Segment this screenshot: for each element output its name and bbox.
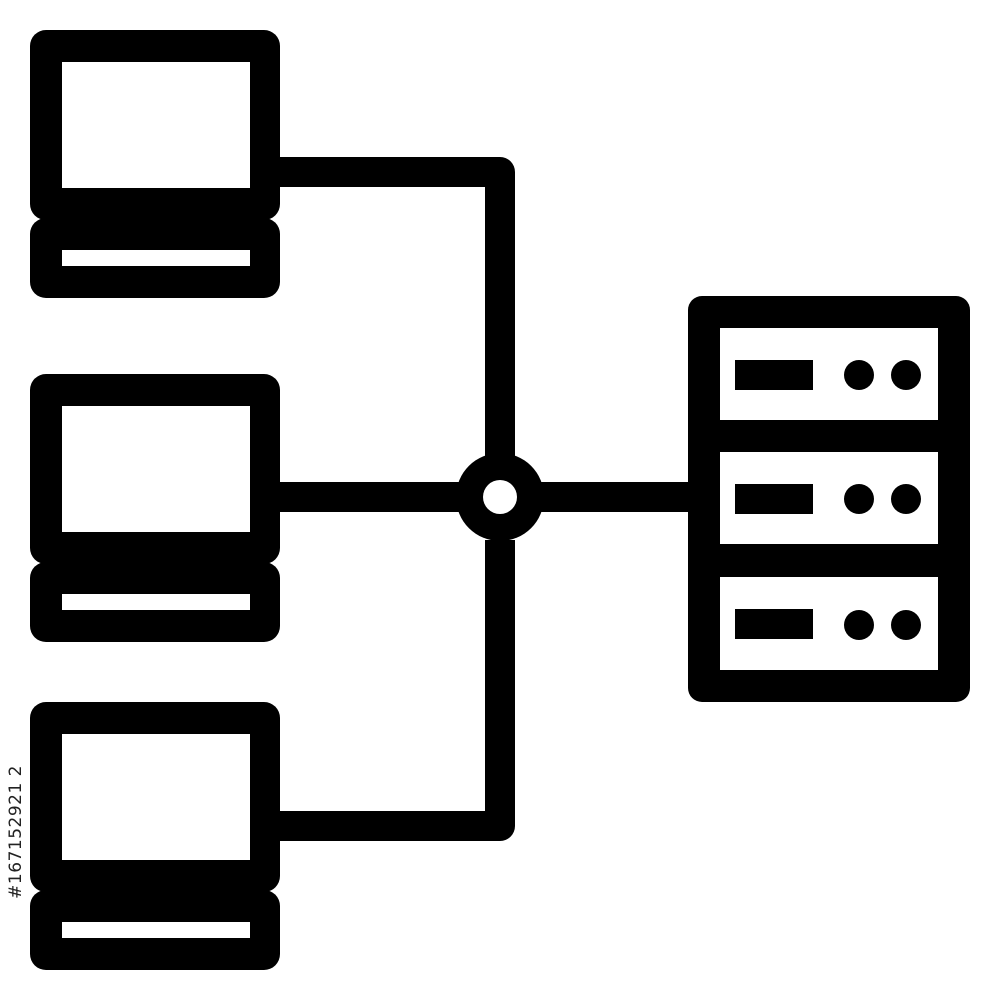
network-node-icon [456,453,544,541]
stock-id-label: #167152921 2 [6,765,26,899]
laptop-icon [30,374,280,642]
laptop-icon [30,30,280,298]
connector-top [268,157,515,460]
server-unit [720,452,938,544]
server-unit [720,577,938,670]
connector-bottom [268,540,515,841]
server-unit [720,328,938,420]
laptop-icon [30,702,280,970]
server-rack-icon [688,296,970,702]
connector-lines [268,157,700,841]
